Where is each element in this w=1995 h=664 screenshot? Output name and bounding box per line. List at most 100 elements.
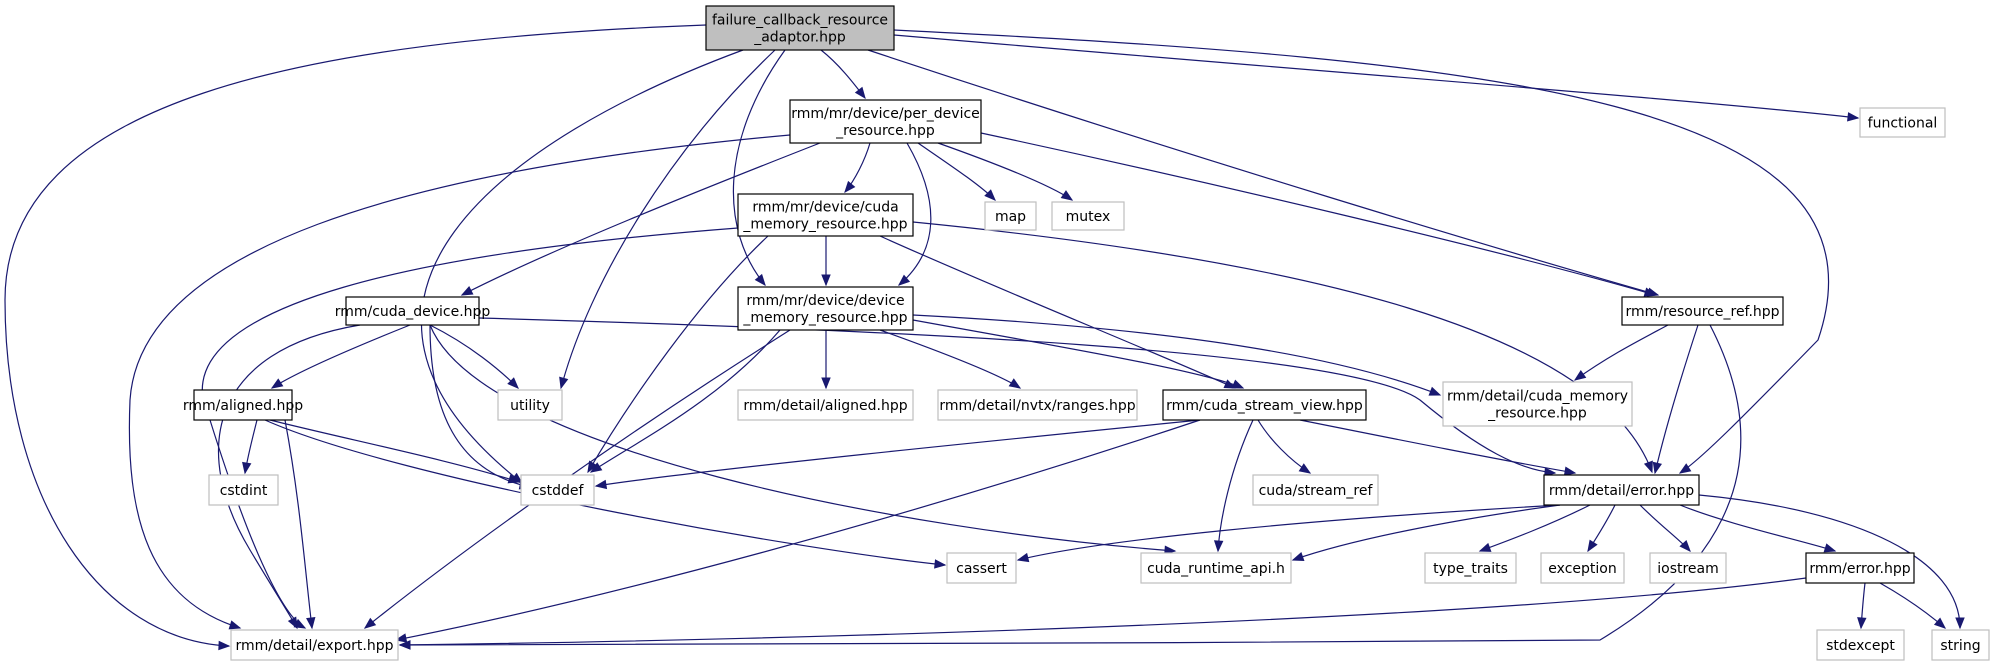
node-nvtx[interactable]: rmm/detail/nvtx/ranges.hpp [937,389,1138,421]
edge-line [1479,504,1591,552]
node-box [1621,296,1784,326]
node-type_traits[interactable]: type_traits [1424,552,1517,584]
node-iostream[interactable]: iostream [1649,552,1727,584]
node-box [737,286,914,331]
node-label-line: rmm/detail/nvtx/ranges.hpp [939,398,1135,414]
arrowhead [1847,112,1860,122]
node-label-line: rmm/detail/aligned.hpp [743,398,907,414]
node-box [737,389,914,421]
node-cassert[interactable]: cassert [946,552,1017,584]
arrowhead [1231,379,1245,389]
edge-err-to-string [1879,582,1947,629]
arrowhead [363,617,377,629]
node-label-line: type_traits [1433,561,1508,577]
node-box [1649,552,1727,584]
node-string[interactable]: string [1931,629,1990,661]
node-label-line: _memory_resource.hpp [742,310,907,326]
edge-line [587,235,769,473]
edge-line [898,142,932,286]
node-dmr[interactable]: rmm/mr/device/device_memory_resource.hpp [737,286,914,331]
node-box [937,389,1138,421]
node-cdev[interactable]: rmm/cuda_device.hpp [335,296,491,326]
node-label-line: cstdint [220,483,268,499]
node-cuda_rt[interactable]: cuda_runtime_api.h [1140,552,1292,584]
edge-line [201,227,739,629]
node-label-line: cassert [956,561,1007,577]
edge-cdev-to-utility [429,324,519,389]
node-label-line: exception [1548,561,1616,577]
node-err[interactable]: rmm/error.hpp [1805,552,1915,584]
node-box [1805,552,1915,584]
node-dcmr[interactable]: rmm/detail/cuda_memory_resource.hpp [1442,381,1633,427]
edge-line [912,314,1441,396]
edge-csv-to-cuda_rt [1213,419,1254,553]
edge-line [395,419,1201,641]
arrowhead [507,377,519,389]
edge-cmr-to-dmr [821,235,831,287]
node-box [208,474,279,506]
edge-root-to-dmr [732,49,786,287]
edge-line [420,49,744,484]
node-label-line: rmm/cuda_device.hpp [335,304,491,320]
node-box [705,5,895,51]
edge-dmr-to-cstddef [589,329,781,473]
node-box [345,296,480,326]
arrowhead [1428,386,1442,396]
node-aligned[interactable]: rmm/aligned.hpp [183,389,303,421]
node-mutex[interactable]: mutex [1051,201,1125,231]
node-exception[interactable]: exception [1540,552,1625,584]
arrowhead [394,633,408,643]
node-csv[interactable]: rmm/cuda_stream_view.hpp [1162,389,1367,421]
node-sref[interactable]: cuda/stream_ref [1252,474,1379,506]
node-label-line: rmm/cuda_stream_view.hpp [1166,398,1363,414]
node-box [497,389,563,421]
node-label-line: iostream [1657,561,1719,577]
edge-csv-to-export [394,419,1201,643]
edge-dmr-to-csv [912,319,1245,389]
edge-pdr-to-cmr [844,142,871,194]
edge-derr-to-iostream [1639,504,1691,552]
node-label-line: rmm/aligned.hpp [183,398,303,414]
node-label-line: rmm/resource_ref.hpp [1625,304,1779,320]
node-cstddef[interactable]: cstddef [520,474,595,506]
edge-err-to-export [398,577,1807,650]
edge-root-to-pdr [820,49,866,100]
node-export[interactable]: rmm/detail/export.hpp [230,629,399,661]
edge-line [1698,494,1961,629]
edge-pdr-to-rref [980,132,1657,297]
node-map[interactable]: map [984,201,1037,231]
edge-cmr-to-derr [912,221,1653,474]
edge-cmr-to-csv [879,235,1237,389]
arrowhead [587,460,598,474]
node-utility[interactable]: utility [497,389,563,421]
node-functional[interactable]: functional [1859,107,1946,138]
node-root[interactable]: failure_callback_resource_adaptor.hpp [705,5,895,51]
node-box [984,201,1037,231]
arrowhead [1955,617,1965,630]
node-cstdint[interactable]: cstdint [208,474,279,506]
node-daligned[interactable]: rmm/detail/aligned.hpp [737,389,914,421]
edges [4,24,1965,651]
edge-aligned-to-cassert [264,419,947,569]
edge-root-to-rref [867,49,1660,297]
node-label-line: map [995,209,1026,225]
edge-line [1292,504,1561,561]
node-label-line: mutex [1066,209,1111,225]
node-pdr[interactable]: rmm/mr/device/per_device_resource.hpp [789,99,982,144]
node-cmr[interactable]: rmm/mr/device/cuda_memory_resource.hpp [737,193,914,237]
edge-err-to-stdexcept [1857,582,1867,630]
node-stdexcept[interactable]: stdexcept [1816,629,1905,661]
edge-dmr-to-nvtx [879,329,1022,389]
node-derr[interactable]: rmm/detail/error.hpp [1543,474,1700,506]
node-label-line: failure_callback_resource [712,13,888,29]
edge-derr-to-exception [1587,504,1616,553]
edge-line [590,329,781,473]
edge-line [867,49,1659,296]
node-box [1540,552,1625,584]
node-rref[interactable]: rmm/resource_ref.hpp [1621,296,1784,326]
edge-derr-to-cuda_rt [1291,504,1561,561]
node-label-line: utility [510,398,550,414]
edge-pdr-to-mutex [937,142,1074,201]
edge-derr-to-string [1698,494,1965,630]
